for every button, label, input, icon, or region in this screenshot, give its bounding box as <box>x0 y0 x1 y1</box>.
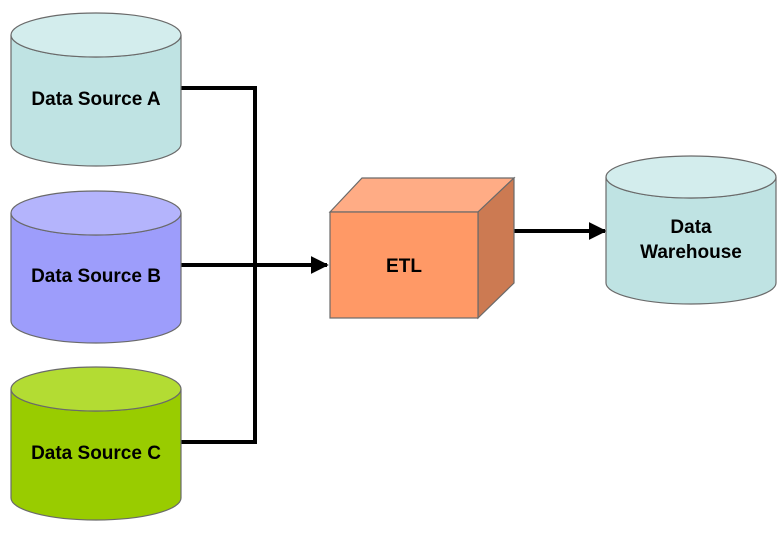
data-warehouse-label-line1: Data <box>670 217 712 238</box>
data-source-b-top <box>10 190 182 236</box>
connector-source-a-to-etl <box>181 86 257 265</box>
data-warehouse-label-line2: Warehouse <box>640 242 742 263</box>
data-source-a-top <box>10 12 182 58</box>
etl-label: ETL <box>386 256 422 277</box>
data-source-c: Data Source C <box>10 366 182 521</box>
data-source-a: Data Source A <box>10 12 182 167</box>
data-source-c-label: Data Source C <box>31 443 161 464</box>
data-source-c-top <box>10 366 182 412</box>
data-warehouse-top <box>605 155 777 199</box>
data-warehouse: Data Warehouse <box>605 155 777 305</box>
connectors <box>181 86 607 444</box>
data-source-b: Data Source B <box>10 190 182 344</box>
connector-source-c-to-etl <box>181 265 257 444</box>
etl-box: ETL <box>328 176 516 320</box>
data-source-a-label: Data Source A <box>31 89 160 110</box>
data-source-b-label: Data Source B <box>31 266 161 287</box>
etl-box-front-face <box>329 211 479 319</box>
